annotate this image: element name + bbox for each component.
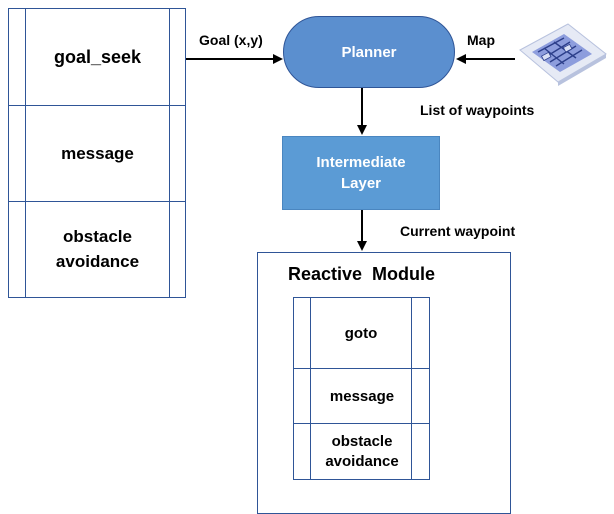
reactive-stack-label-goto: goto: [344, 324, 378, 342]
reactive-stack-item-obstacle-avoidance: obstacle avoidance: [294, 423, 430, 480]
list-of-waypoints-label: List of waypoints: [420, 102, 535, 118]
map-label: Map: [467, 32, 495, 48]
left-stack-label-goal-seek: goal_seek: [53, 46, 142, 67]
left-behavior-stack: goal_seek message obstacle avoidance: [8, 8, 186, 298]
reactive-stack-item-goto: goto: [310, 298, 412, 368]
left-stack-item-obstacle-avoidance: obstacle avoidance: [9, 201, 186, 297]
left-stack-label-message: message: [61, 143, 134, 163]
left-stack-label-obstacle-avoidance: obstacle avoidance: [55, 226, 140, 271]
reactive-stack-item-message: message: [294, 368, 430, 423]
reactive-module-title: Reactive Module: [288, 264, 436, 284]
planner-label: Planner: [341, 43, 397, 61]
stack-right-rail: [169, 9, 170, 297]
left-stack-item-message: message: [9, 105, 186, 201]
left-stack-item-goal-seek: goal_seek: [25, 9, 170, 105]
reactive-module-box: Reactive Module goto message obstacle av…: [257, 252, 511, 514]
planner-node: Planner: [283, 16, 455, 88]
intermediate-layer-node: Intermediate Layer: [282, 136, 440, 210]
intermediate-layer-label: Intermediate Layer: [316, 154, 406, 192]
reactive-stack-left-rail: [310, 298, 311, 479]
stack-left-rail: [25, 9, 26, 297]
reactive-stack-label-obstacle-avoidance: obstacle avoidance: [325, 432, 399, 470]
map-image: [519, 23, 607, 86]
reactive-behavior-stack: goto message obstacle avoidance: [293, 297, 430, 480]
reactive-stack-right-rail: [411, 298, 412, 479]
current-waypoint-label: Current waypoint: [400, 223, 516, 239]
goal-xy-label: Goal (x,y): [199, 32, 263, 48]
reactive-stack-label-message: message: [329, 387, 395, 405]
